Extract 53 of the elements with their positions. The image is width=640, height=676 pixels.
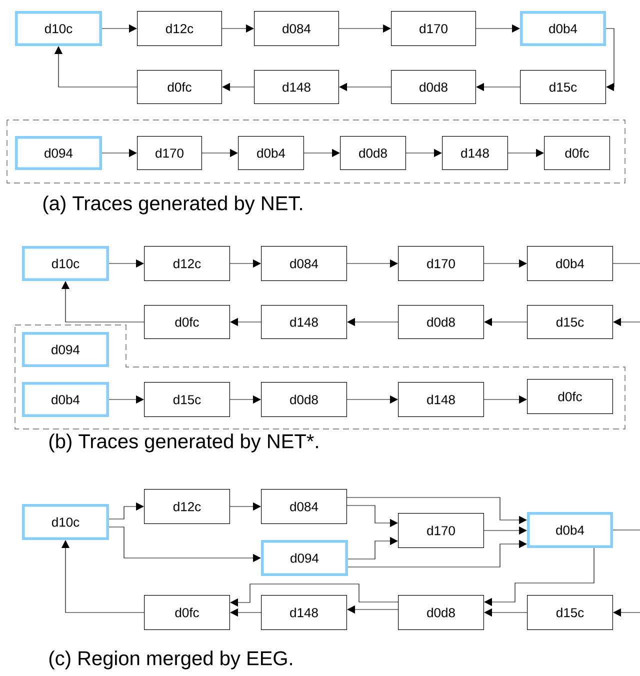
- block-box: d15c: [527, 595, 613, 630]
- arrow: [61, 281, 144, 322]
- block-box: d170: [391, 11, 476, 46]
- block-box: d148: [254, 70, 339, 104]
- subfigure-caption: (b) Traces generated by NET*.: [49, 434, 318, 452]
- block-box: d148: [398, 382, 484, 417]
- subfigure-caption: (a) Traces generated by NET.: [43, 196, 302, 214]
- block-box: d0b4: [527, 246, 613, 281]
- block-box: d170: [398, 246, 484, 281]
- block-box: d170: [398, 513, 484, 548]
- block-box: d12c: [144, 489, 230, 524]
- highlighted-block-box: d094: [22, 332, 109, 367]
- arrow: [348, 536, 398, 560]
- arrow: [606, 28, 614, 92]
- block-box: d148: [442, 136, 508, 170]
- arrow: [348, 540, 527, 568]
- highlighted-block-box: d10c: [15, 11, 102, 46]
- block-box: d084: [261, 489, 347, 524]
- block-box: d12c: [137, 11, 222, 46]
- highlighted-block-box: d0b4: [22, 382, 109, 417]
- block-box: d084: [254, 11, 339, 46]
- connector-line: [612, 263, 640, 264]
- highlighted-block-box: d094: [15, 136, 102, 170]
- block-box: d0fc: [137, 70, 222, 104]
- arrow: [61, 540, 144, 613]
- arrow: [108, 502, 144, 520]
- block-box: d0d8: [391, 70, 476, 104]
- arrow: [54, 46, 138, 88]
- highlighted-block-box: d0b4: [527, 512, 613, 548]
- block-box: d0d8: [398, 595, 484, 630]
- block-box: d0fc: [144, 305, 230, 339]
- block-box: d15c: [527, 305, 613, 339]
- block-box: d15c: [144, 382, 230, 417]
- block-box: d170: [137, 136, 202, 170]
- highlighted-block-box: d10c: [22, 504, 109, 540]
- block-box: d15c: [520, 70, 606, 104]
- block-box: d0fc: [144, 595, 230, 630]
- block-box: d0d8: [261, 382, 347, 417]
- block-box: d0d8: [398, 305, 484, 339]
- highlighted-block-box: d094: [261, 540, 348, 576]
- highlighted-block-box: d10c: [22, 246, 109, 281]
- block-box: d148: [261, 305, 347, 339]
- arrow: [230, 584, 398, 607]
- block-box: d12c: [144, 246, 230, 281]
- block-box: d084: [261, 246, 347, 281]
- block-box: d0b4: [238, 136, 304, 170]
- arrow: [484, 548, 594, 606]
- block-box: d148: [261, 595, 347, 630]
- block-box: d0fc: [527, 379, 613, 414]
- block-box: d0fc: [544, 136, 610, 170]
- highlighted-block-box: d0b4: [520, 11, 606, 46]
- subfigure-caption: (c) Region merged by EEG.: [49, 650, 292, 670]
- block-box: d0d8: [340, 136, 406, 170]
